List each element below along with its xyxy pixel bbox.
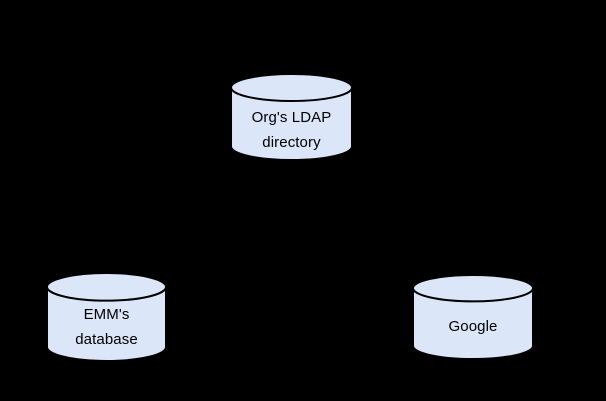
node-label-line: EMM's [83, 306, 130, 323]
cylinder-top [46, 272, 167, 302]
cylinder-body [230, 87, 353, 161]
node-label: EMM's database [46, 302, 167, 352]
database-cylinder-icon [230, 73, 353, 161]
database-cylinder-icon [412, 274, 534, 360]
cylinder-body [412, 288, 534, 360]
cylinder-top [412, 274, 534, 303]
cylinder-body [46, 286, 167, 362]
node-google: Google [412, 274, 534, 360]
node-label-line: database [75, 331, 138, 348]
cylinder-top [230, 73, 353, 102]
node-org-ldap-directory: Org's LDAP directory [230, 73, 353, 161]
node-label-line: directory [262, 134, 321, 151]
node-label-line: Org's LDAP [251, 109, 332, 126]
node-label-line: Google [448, 318, 498, 335]
database-cylinder-icon [46, 272, 167, 362]
node-emm-database: EMM's database [46, 272, 167, 362]
node-label: Org's LDAP directory [230, 105, 353, 155]
node-label: Google [412, 314, 534, 339]
